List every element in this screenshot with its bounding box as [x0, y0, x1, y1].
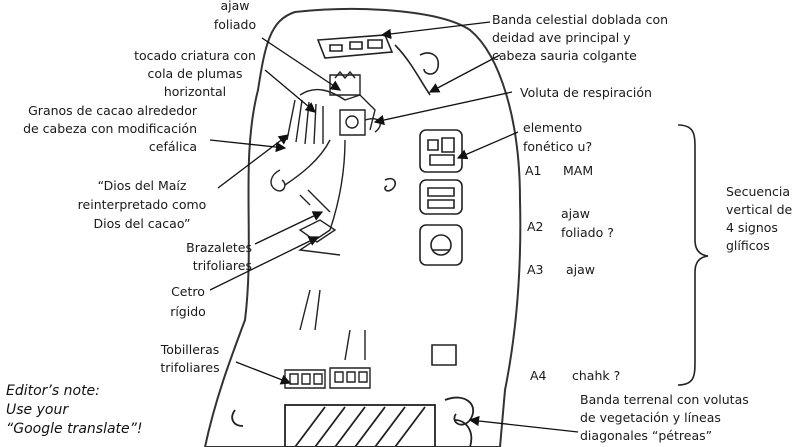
- label-cetro: Cetro rígido: [158, 284, 218, 320]
- arrow-granos: [210, 140, 285, 148]
- glyph-a4-reading: chahk ?: [572, 368, 620, 383]
- figure: [271, 72, 380, 360]
- earth-band: [232, 398, 473, 447]
- glyph-a1-reading: MAM: [563, 163, 593, 178]
- label-elemento: elemento fonético u?: [523, 120, 592, 155]
- glyph-a3-reading: ajaw: [566, 262, 595, 277]
- glyph-a4-id: A4: [530, 368, 547, 383]
- celestial-band: [318, 35, 438, 95]
- arrow-voluta: [375, 92, 512, 122]
- arrow-cabeza-sauria: [430, 55, 500, 92]
- label-banda-celestial: Banda celestial doblada con deidad ave p…: [492, 12, 668, 64]
- label-voluta: Voluta de respiración: [520, 85, 652, 101]
- arrow-ajaw-foliado: [262, 38, 340, 90]
- glyph-a1-id: A1: [525, 163, 542, 178]
- ankle-ornaments: [285, 368, 370, 388]
- arrow-banda-terrenal: [470, 420, 578, 432]
- arrow-elemento: [458, 132, 518, 158]
- label-secuencia: Secuencia vertical de 4 signos glíficos: [726, 183, 792, 255]
- glyph-a2-reading: ajaw foliado ?: [561, 204, 614, 242]
- label-brazaletes: Brazaletes trifoliares: [140, 240, 252, 274]
- label-dios-maiz: “Dios del Maíz reinterpretado como Dios …: [72, 178, 212, 232]
- glyph-a2-id: A2: [527, 219, 544, 234]
- glyph-bracket: [678, 125, 708, 385]
- label-ajaw-foliado: ajaw foliado: [205, 0, 265, 33]
- glyph-a3-id: A3: [527, 262, 544, 277]
- label-banda-terrenal: Banda terrenal con volutas de vegetación…: [580, 392, 749, 444]
- arrow-dios-maiz: [218, 135, 288, 188]
- label-tobilleras: Tobilleras trifoliares: [145, 342, 235, 376]
- label-tocado: tocado criatura con cola de plumas horiz…: [120, 48, 270, 100]
- editor-note: Editor’s note: Use your “Google translat…: [6, 382, 143, 439]
- label-granos: Granos de cacao alrededor de cabeza con …: [5, 103, 197, 155]
- arrow-tobilleras: [236, 362, 290, 383]
- glyph-column: [385, 130, 462, 365]
